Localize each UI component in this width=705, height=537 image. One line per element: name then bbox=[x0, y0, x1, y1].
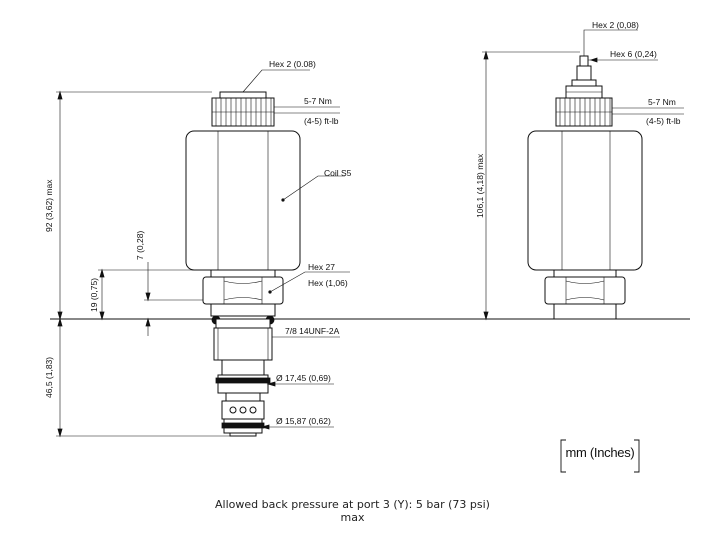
left-port-hole bbox=[239, 406, 247, 414]
left-top-cap bbox=[219, 91, 267, 99]
right-valve bbox=[527, 55, 643, 320]
right-hex-nut bbox=[544, 276, 626, 305]
left-neck bbox=[210, 269, 276, 278]
dim-19-label: 19 (0,75) bbox=[89, 278, 99, 312]
hex27-label: Hex 27 bbox=[308, 262, 335, 272]
left-thread-top bbox=[215, 318, 271, 329]
left-port-hole bbox=[249, 406, 257, 414]
left-lower-neck bbox=[210, 303, 276, 317]
right-coil-body bbox=[527, 130, 643, 271]
dia-1587-label: Ø 15,87 (0,62) bbox=[276, 416, 331, 426]
hex27-imperial-label: Hex (1,06) bbox=[308, 278, 348, 288]
dim-1061-label: 106,1 (4,18) max bbox=[475, 153, 485, 218]
torque-right-imperial-label: (4-5) ft-lb bbox=[646, 116, 681, 126]
units-label: mm (Inches) bbox=[565, 445, 635, 460]
hex6-right-label: Hex 6 (0,24) bbox=[610, 49, 657, 59]
units-bracket bbox=[560, 439, 640, 473]
thread-label: 7/8 14UNF-2A bbox=[285, 326, 340, 336]
units-box: mm (Inches) bbox=[560, 438, 640, 472]
left-valve bbox=[185, 91, 301, 437]
caption-line-2: max bbox=[340, 511, 365, 524]
torque-left-label: 5-7 Nm bbox=[304, 96, 332, 106]
dim-92-label: 92 (3,62) max bbox=[44, 179, 54, 232]
right-dimensions bbox=[482, 29, 684, 321]
left-hex-nut bbox=[202, 276, 284, 305]
dia-1745-label: Ø 17,45 (0,69) bbox=[276, 373, 331, 383]
torque-left-imperial-label: (4-5) ft-lb bbox=[304, 116, 339, 126]
right-hex6 bbox=[576, 65, 592, 81]
left-port-hole bbox=[229, 406, 237, 414]
dim-7-label: 7 (0,28) bbox=[135, 231, 145, 260]
caption-line-1: Allowed back pressure at port 3 (Y): 5 b… bbox=[215, 498, 490, 511]
left-dimensions bbox=[56, 69, 350, 438]
torque-right-label: 5-7 Nm bbox=[648, 97, 676, 107]
dim-465-label: 46,5 (1,83) bbox=[44, 357, 54, 398]
right-tip bbox=[579, 55, 589, 67]
hex2-left-label: Hex 2 (0.08) bbox=[269, 59, 316, 69]
left-thread-section bbox=[213, 327, 273, 361]
coil-label: Coil S5 bbox=[324, 168, 352, 178]
hex2-right-label: Hex 2 (0,08) bbox=[592, 20, 639, 30]
